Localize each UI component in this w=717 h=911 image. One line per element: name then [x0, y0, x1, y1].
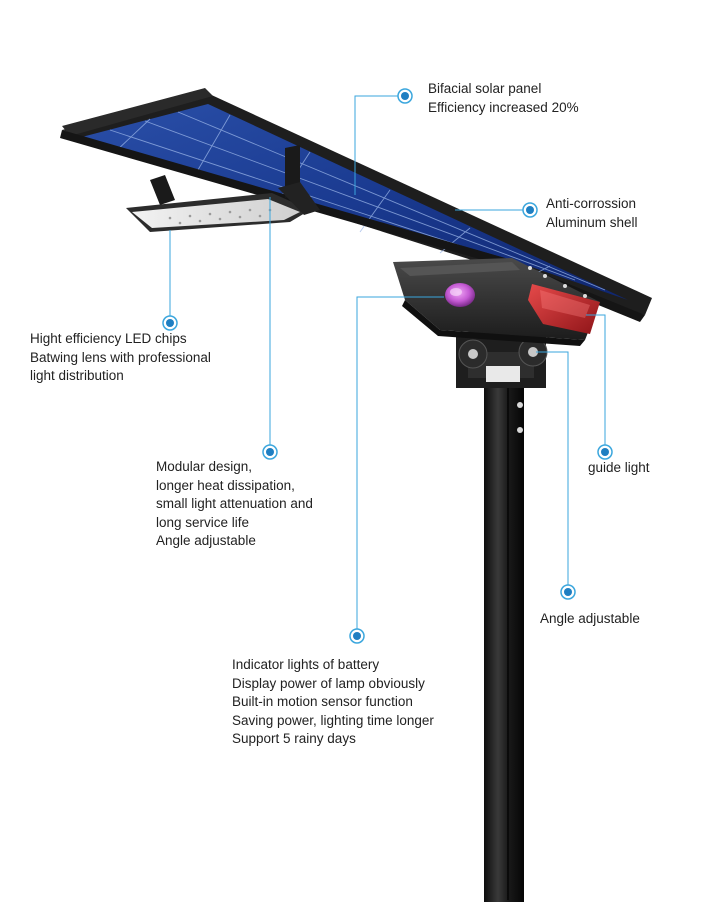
callout-modular: Modular design, longer heat dissipation,…	[156, 458, 313, 551]
callout-shell: Anti-corrossion Aluminum shell	[546, 195, 638, 232]
callout-line: light distribution	[30, 368, 124, 383]
led-lamp-head	[126, 145, 320, 232]
callout-line: longer heat dissipation,	[156, 477, 295, 493]
marker-modular-icon	[262, 444, 278, 460]
led-chips-panel	[132, 199, 300, 228]
callout-line: Bifacial solar panel	[428, 81, 542, 96]
callout-line: Batwing lens with professional	[30, 349, 211, 365]
callout-led-chips: Hight efficiency LED chips Batwing lens …	[30, 330, 211, 386]
callout-line: Aluminum shell	[546, 214, 638, 230]
marker-indicator-icon	[349, 628, 365, 644]
solar-cells	[78, 104, 628, 300]
callout-indicator: Indicator lights of battery Display powe…	[232, 656, 434, 749]
callout-line: long service life	[156, 514, 250, 530]
callout-line: Angle adjustable	[540, 611, 640, 626]
callout-solar-panel: Bifacial solar panel Efficiency increase…	[428, 80, 579, 117]
marker-guide-light-icon	[597, 444, 613, 460]
leader-angle	[536, 351, 569, 592]
leader-guide-light	[586, 314, 606, 452]
control-box	[393, 258, 600, 346]
leader-indicator	[356, 296, 444, 636]
lamp-pole	[484, 380, 524, 902]
callout-guide-light: guide light	[588, 459, 650, 478]
marker-shell-icon	[522, 202, 538, 218]
marker-angle-icon	[560, 584, 576, 600]
callout-line: Saving power, lighting time longer	[232, 712, 434, 728]
sensor-indicator	[445, 283, 475, 307]
guide-light-lens	[528, 284, 600, 334]
callout-line: Indicator lights of battery	[232, 657, 380, 672]
callout-line: Modular design,	[156, 459, 253, 474]
callout-line: guide light	[588, 460, 650, 475]
leader-solar-panel	[354, 95, 405, 195]
callout-line: Anti-corrossion	[546, 196, 637, 211]
leader-lines	[169, 95, 606, 636]
callout-line: Hight efficiency LED chips	[30, 331, 187, 346]
callout-angle: Angle adjustable	[540, 610, 640, 629]
marker-solar-panel-icon	[397, 88, 413, 104]
callout-markers	[162, 88, 613, 644]
callout-line: Display power of lamp obviously	[232, 675, 425, 691]
callout-line: Built-in motion sensor function	[232, 694, 413, 709]
callout-line: Angle adjustable	[156, 533, 256, 548]
callout-line: small light attenuation and	[156, 496, 313, 511]
callout-line: Support 5 rainy days	[232, 731, 356, 746]
callout-line: Efficiency increased 20%	[428, 99, 579, 115]
marker-led-icon	[162, 315, 178, 331]
